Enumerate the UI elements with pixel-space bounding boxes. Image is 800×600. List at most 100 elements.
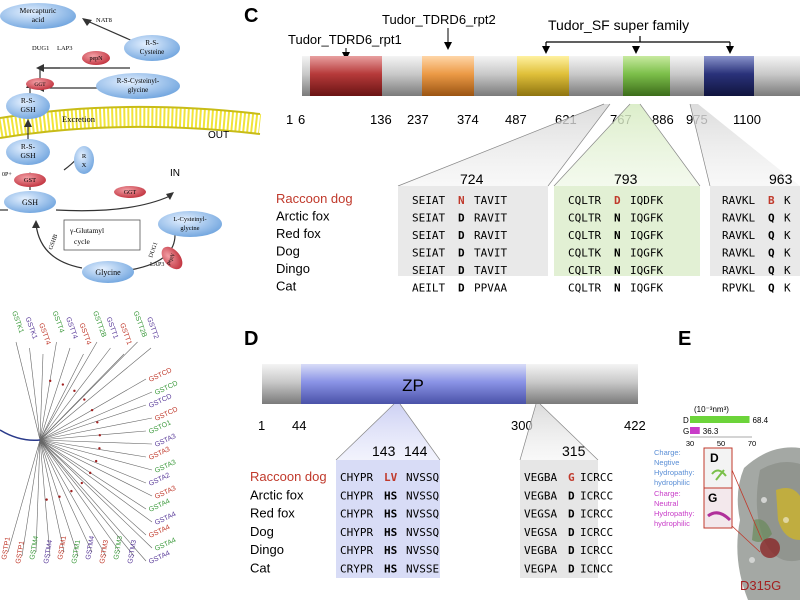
c724-row-3-post: TAVIT	[474, 247, 507, 260]
tree-label-top-10: GSTT2	[145, 316, 159, 340]
c963-row-2-pre: RAVKL	[722, 229, 755, 242]
c963-row-1-post: K	[784, 212, 791, 225]
pepn-node	[82, 51, 110, 65]
out-label: OUT	[208, 130, 229, 141]
rs-cysteine-node	[124, 35, 180, 61]
c963-row-0-pre: RAVKL	[722, 194, 755, 207]
d315-row-0-residue: G	[568, 471, 575, 484]
d143-row-5-residue: HS	[384, 563, 397, 576]
c793-row-0-residue: D	[614, 194, 621, 207]
d143-row-4-post: NVSSQ	[406, 544, 439, 557]
c-species-2: Red fox	[276, 226, 321, 241]
d143-row-2-pre: CHYPR	[340, 508, 373, 521]
c793-row-5-residue: N	[614, 282, 621, 295]
ggt-node	[26, 78, 54, 90]
rs-gsh-node-1	[6, 93, 50, 119]
c724-row-2-pre: SEIAT	[412, 229, 445, 242]
d143-row-1-residue: HS	[384, 489, 397, 502]
c793-row-3-post: IQGFK	[630, 247, 663, 260]
mercapturic-node	[0, 3, 76, 29]
position-793: 793	[614, 171, 638, 187]
rs-gsh-node-2	[6, 139, 50, 165]
d143-row-1-post: NVSSQ	[406, 489, 439, 502]
op-label: 0P+	[2, 172, 12, 178]
rx-label-2: X	[82, 162, 87, 169]
fan-315	[520, 404, 598, 460]
cycle-label-1: γ-Glutamyl	[69, 226, 104, 235]
tick-6: 6	[298, 112, 305, 127]
d143-row-2-post: NVSSQ	[406, 508, 439, 521]
zp-label: ZP	[402, 376, 424, 395]
rx-node	[74, 146, 94, 174]
d143-row-1-pre: CHYPR	[340, 489, 373, 502]
d315-row-4-residue: D	[568, 544, 575, 557]
tick-487: 487	[505, 112, 527, 127]
d143-row-5-pre: CRYPR	[340, 563, 373, 576]
d315-row-5-residue: D	[568, 563, 575, 576]
c724-row-2-post: RAVIT	[474, 229, 507, 242]
alignment-box-315	[520, 460, 598, 578]
tudor-ticks: 1 6 136 237 374 487 621 767 886 975 1100	[286, 112, 761, 127]
inset-g	[703, 487, 733, 529]
gst-node	[14, 173, 46, 187]
domain-sf-1	[517, 56, 569, 96]
tree-label-top-3: GSTT4	[51, 310, 65, 334]
zp-tick-300: 300	[511, 418, 533, 433]
c724-row-5-pre: AEILT	[412, 282, 445, 295]
d315-row-4-post: ICRCC	[580, 544, 613, 557]
gshb-label: GSHB	[48, 234, 59, 251]
c793-row-3-pre: CQLTK	[568, 247, 601, 260]
gsh-label: GSH	[22, 198, 38, 207]
position-315: 315	[562, 443, 586, 459]
position-963: 963	[769, 171, 793, 187]
rs-cysteinyl-glycine-node	[96, 73, 180, 99]
c724-row-5-residue: D	[458, 282, 465, 295]
d315-row-3-pre: VEGSA	[524, 526, 557, 539]
gsh-node	[4, 191, 56, 213]
c-species-1: Arctic fox	[276, 209, 330, 224]
d143-row-3-pre: CHYPR	[340, 526, 373, 539]
c724-row-4-pre: SEIAT	[412, 264, 445, 277]
charge-d-line-1: Charge:	[654, 448, 681, 457]
charge-g-line-2: Neutral	[654, 499, 679, 508]
alignment-box-963	[710, 186, 800, 276]
c724-row-4-post: TAVIT	[474, 264, 507, 277]
volume-axis-tick-50: 50	[717, 439, 725, 448]
c793-row-5-pre: CQLTR	[568, 282, 601, 295]
tree-label-top-6: GSTT2B	[91, 310, 107, 338]
rpt2-arrow-icon	[444, 42, 452, 50]
fan-963	[690, 104, 800, 186]
d-species-2: Red fox	[250, 506, 295, 521]
tree-label-right-0: GSTCD	[148, 367, 173, 384]
inset-d	[703, 447, 733, 489]
ggt-label: GGT	[34, 82, 46, 88]
pathway-diagram: Mercapturic acid NAT8 R-S- Cysteine DUG1…	[0, 3, 262, 283]
in-label: IN	[170, 168, 180, 179]
c963-row-1-residue: Q	[768, 212, 775, 225]
d143-row-0-post: NVSSQ	[406, 471, 439, 484]
c963-row-0-residue: B	[768, 194, 775, 207]
rs-cysgly-label-1: R-S-Cysteinyl-	[117, 77, 160, 85]
c724-row-3-pre: SEIAT	[412, 247, 445, 260]
c793-row-2-residue: N	[614, 229, 621, 242]
mercapturic-label-2: acid	[32, 15, 45, 24]
c-species-0: Raccoon dog	[276, 191, 353, 206]
rs-gsh1-label-2: GSH	[20, 105, 36, 114]
charge-d-text: Charge: Negtive Hydropathy: hydrophilic	[654, 448, 694, 487]
charge-g-line-1: Charge:	[654, 489, 681, 498]
c724-row-0-post: TAVIT	[474, 194, 507, 207]
tree-label-right-2: GSTCD	[148, 393, 173, 410]
d315-row-2-post: ICRCC	[580, 508, 613, 521]
volume-bar-label-G: G	[683, 427, 689, 436]
tree-label-bottom-1: GSTP1	[15, 540, 26, 564]
tick-886: 886	[652, 112, 674, 127]
c963-row-5-pre: RPVKL	[722, 282, 755, 295]
tick-136: 136	[370, 112, 392, 127]
